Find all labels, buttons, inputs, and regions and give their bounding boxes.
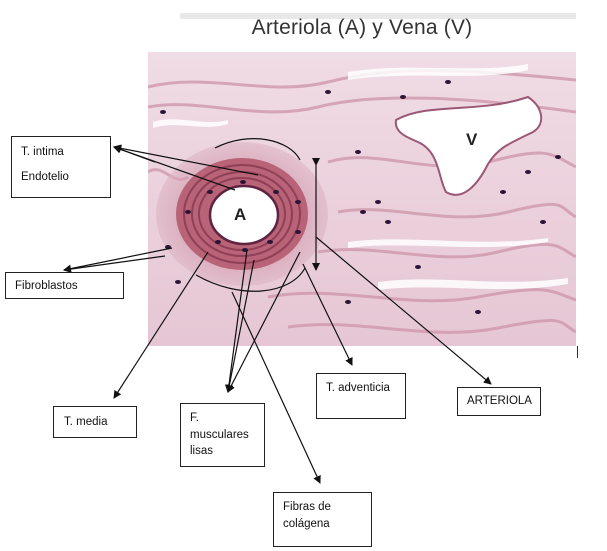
figure-title: Arteriola (A) y Vena (V) — [251, 16, 473, 39]
vein-marker: V — [466, 130, 478, 149]
label-musculares-l2: musculares — [190, 428, 249, 441]
label-musculares-l3: lisas — [190, 445, 214, 458]
arteriole-marker: A — [234, 205, 246, 224]
label-musculares-l1: F. — [190, 412, 199, 424]
label-adventicia: T. adventicia — [316, 373, 406, 419]
label-colagena: Fibras de colágena — [273, 492, 372, 547]
label-adventicia-text: T. adventicia — [326, 382, 390, 394]
arteriole-lumen — [208, 184, 280, 246]
edge-tick — [577, 346, 578, 358]
label-media: T. media — [53, 406, 137, 438]
label-fibroblastos: Fibroblastos — [5, 272, 124, 299]
label-endotelio-text: Endotelio — [21, 170, 69, 183]
vein-lumen — [394, 95, 543, 196]
label-intima: T. intima Endotelio — [11, 136, 111, 198]
label-musculares: F. musculares lisas — [180, 403, 265, 467]
label-intima-text: T. intima — [21, 146, 64, 158]
label-fibroblastos-text: Fibroblastos — [15, 280, 78, 292]
label-arteriola-text: ARTERIOLA — [467, 395, 532, 407]
label-arteriola: ARTERIOLA — [457, 387, 541, 416]
label-colagena-l2: colágena — [283, 518, 330, 531]
title-rule — [180, 13, 576, 19]
label-media-text: T. media — [64, 416, 108, 428]
label-colagena-l1: Fibras de — [283, 501, 331, 513]
micrograph: V A — [148, 52, 576, 346]
